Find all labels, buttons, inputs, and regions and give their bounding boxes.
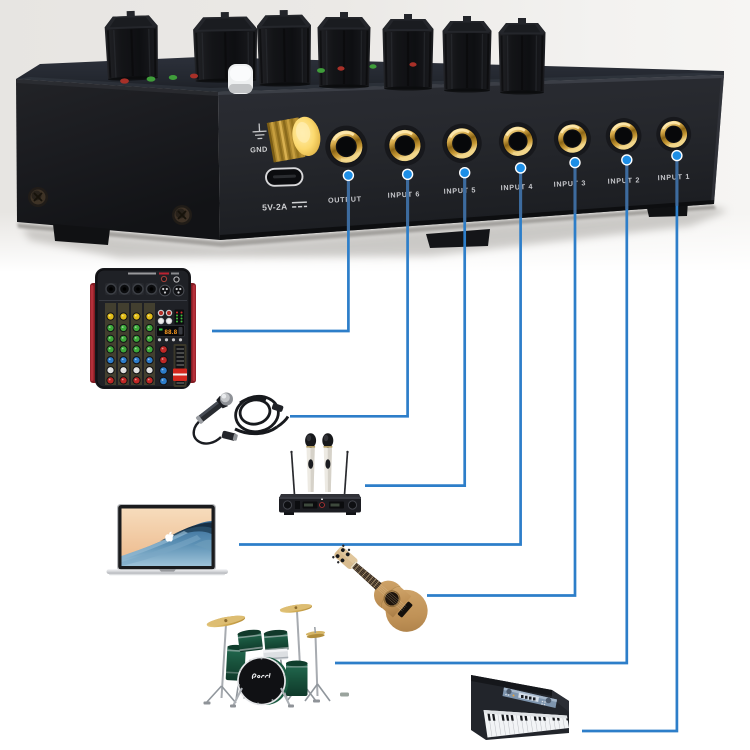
svg-text:OUTPUT: OUTPUT: [328, 194, 362, 204]
svg-text:INPUT 1: INPUT 1: [657, 172, 690, 182]
svg-text:INPUT 2: INPUT 2: [607, 175, 640, 185]
svg-text:INPUT 5: INPUT 5: [443, 185, 476, 195]
svg-text:INPUT 3: INPUT 3: [553, 178, 586, 188]
svg-text:GND: GND: [250, 145, 268, 155]
svg-text:5V-2A: 5V-2A: [262, 201, 288, 212]
svg-text:INPUT 6: INPUT 6: [387, 189, 420, 199]
svg-text:88.8: 88.8: [165, 330, 178, 336]
svg-text:INPUT 4: INPUT 4: [500, 182, 533, 192]
